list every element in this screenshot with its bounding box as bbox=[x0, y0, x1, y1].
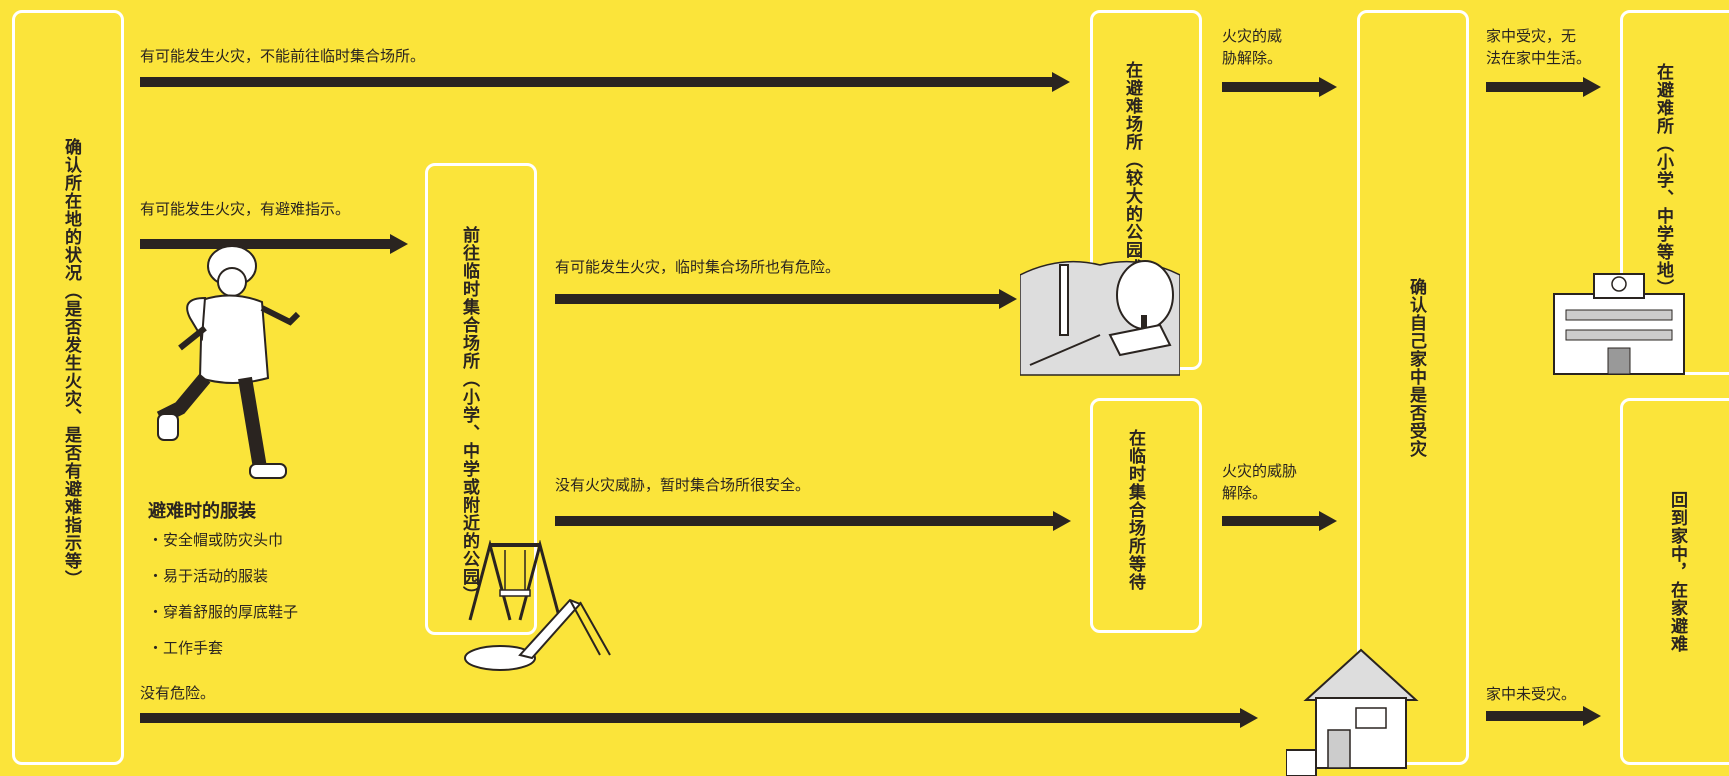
arrow-threat-lifted-1 bbox=[1222, 77, 1337, 97]
playground-illustration bbox=[464, 540, 611, 671]
house-illustration bbox=[1286, 648, 1419, 776]
clothing-list: ・安全帽或防灾头巾 ・易于活动的服装 ・穿着舒服的厚底鞋子 ・工作手套 bbox=[148, 522, 298, 666]
check-location-box: 确认所在地的状况（是否发生火灾、是否有避难指示等） bbox=[12, 10, 124, 765]
clothing-item: ・安全帽或防灾头巾 bbox=[148, 531, 284, 549]
check-home-box: 确认自己家中是否受灾 bbox=[1357, 10, 1469, 765]
check-home-text: 确认自己家中是否受灾 bbox=[1406, 278, 1426, 458]
running-person-illustration bbox=[156, 245, 301, 479]
clothing-item: ・工作手套 bbox=[148, 639, 224, 657]
arrow-no-fire-threat bbox=[555, 511, 1071, 531]
arrow-fire-temp-danger bbox=[555, 289, 1017, 309]
label-home-damaged: 家中受灾，无 法在家中生活。 bbox=[1486, 27, 1592, 67]
school-illustration bbox=[1553, 273, 1685, 375]
label-fire-temp-danger: 有可能发生火灾，临时集合场所也有危险。 bbox=[555, 258, 841, 276]
label-fire-no-temp: 有可能发生火灾，不能前往临时集合场所。 bbox=[140, 47, 426, 65]
label-threat-lifted-2: 火灾的威胁 解除。 bbox=[1222, 462, 1298, 502]
arrow-home-not-damaged bbox=[1486, 706, 1601, 726]
return-home-box: 回到家中，在家避难 bbox=[1620, 398, 1729, 765]
clothing-title: 避难时的服装 bbox=[148, 501, 256, 522]
evac-shelter-text: 在避难所（小学、中学等地）避难 bbox=[1653, 63, 1673, 333]
label-fire-with-order: 有可能发生火灾，有避难指示。 bbox=[140, 200, 351, 218]
return-home-text: 回到家中，在家避难 bbox=[1667, 491, 1687, 653]
temp-assembly-text: 前往临时集合场所（小学、中学或附近的公园） bbox=[459, 226, 479, 604]
label-no-danger: 没有危险。 bbox=[140, 684, 216, 702]
wait-temp-text: 在临时集合场所等待 bbox=[1125, 429, 1145, 591]
arrow-home-damaged bbox=[1486, 77, 1601, 97]
wait-temp-box: 在临时集合场所等待 bbox=[1090, 398, 1202, 633]
clothing-item: ・穿着舒服的厚底鞋子 bbox=[148, 603, 299, 621]
arrow-threat-lifted-2 bbox=[1222, 511, 1337, 531]
clothing-item: ・易于活动的服装 bbox=[148, 567, 269, 585]
arrow-fire-no-temp bbox=[140, 72, 1070, 92]
park-illustration bbox=[1020, 260, 1180, 376]
arrow-no-danger bbox=[140, 708, 1258, 728]
arrow-fire-with-order bbox=[140, 234, 408, 254]
label-home-not-damaged: 家中未受灾。 bbox=[1486, 685, 1577, 703]
label-threat-lifted-1: 火灾的威 胁解除。 bbox=[1222, 27, 1283, 67]
label-no-fire-threat: 没有火灾威胁，暂时集合场所很安全。 bbox=[555, 476, 811, 494]
temp-assembly-box: 前往临时集合场所（小学、中学或附近的公园） bbox=[425, 163, 537, 635]
check-location-text: 确认所在地的状况（是否发生火灾、是否有避难指示等） bbox=[61, 138, 81, 588]
